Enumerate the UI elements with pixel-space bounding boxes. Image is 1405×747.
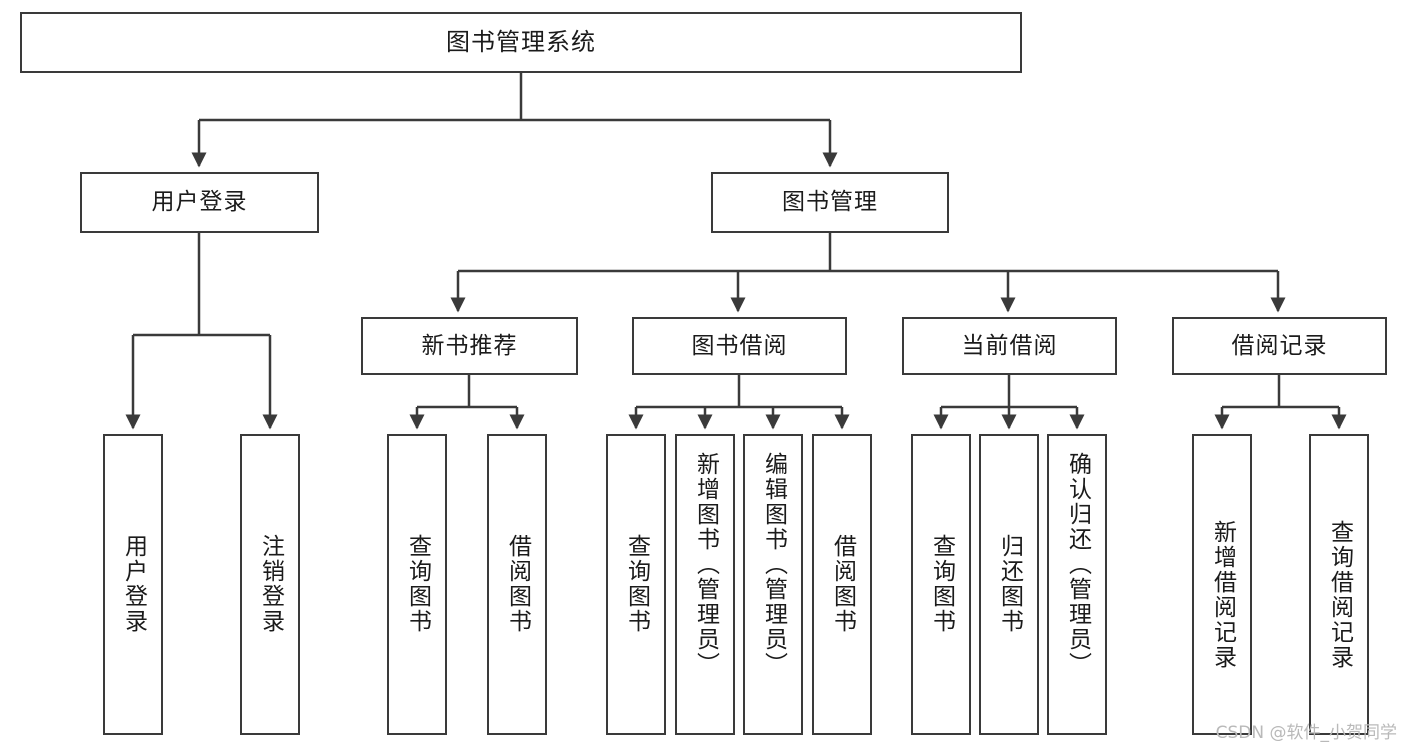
csdn-watermark: CSDN @软件_小贺同学 [1215, 723, 1397, 743]
leaf-borrow-record-add-label: 新增借阅记录 [1209, 520, 1236, 670]
leaf-new-book-query-label: 查询图书 [404, 534, 431, 634]
leaf-book-borrow-borrow-label: 借阅图书 [829, 534, 856, 634]
leaf-book-borrow-edit[interactable]: 编辑图书（管理员） [743, 434, 803, 735]
node-user-login-label: 用户登录 [151, 189, 248, 216]
node-new-book-recommend-label: 新书推荐 [421, 332, 518, 359]
leaf-book-borrow-query-label: 查询图书 [623, 534, 650, 634]
leaf-borrow-record-add[interactable]: 新增借阅记录 [1192, 434, 1252, 735]
node-current-borrow[interactable]: 当前借阅 [902, 317, 1117, 375]
leaf-new-book-query[interactable]: 查询图书 [387, 434, 447, 735]
leaf-new-book-borrow[interactable]: 借阅图书 [487, 434, 547, 735]
node-new-book-recommend[interactable]: 新书推荐 [361, 317, 578, 375]
leaf-current-borrow-confirm[interactable]: 确认归还（管理员） [1047, 434, 1107, 735]
leaf-current-borrow-return[interactable]: 归还图书 [979, 434, 1039, 735]
node-book-borrow-label: 图书借阅 [691, 332, 788, 359]
leaf-current-borrow-query[interactable]: 查询图书 [911, 434, 971, 735]
leaf-book-borrow-borrow[interactable]: 借阅图书 [812, 434, 872, 735]
leaf-borrow-record-query-label: 查询借阅记录 [1326, 520, 1353, 670]
node-root-system-label: 图书管理系统 [446, 27, 596, 56]
leaf-book-borrow-add[interactable]: 新增图书（管理员） [675, 434, 735, 735]
leaf-borrow-record-query[interactable]: 查询借阅记录 [1309, 434, 1369, 735]
leaf-book-borrow-query[interactable]: 查询图书 [606, 434, 666, 735]
node-borrow-record[interactable]: 借阅记录 [1172, 317, 1387, 375]
leaf-book-borrow-edit-label: 编辑图书（管理员） [760, 452, 787, 677]
leaf-user-login-login[interactable]: 用户登录 [103, 434, 163, 735]
leaf-book-borrow-add-label: 新增图书（管理员） [692, 452, 719, 677]
leaf-current-borrow-return-label: 归还图书 [996, 534, 1023, 634]
node-user-login[interactable]: 用户登录 [80, 172, 319, 233]
leaf-new-book-borrow-label: 借阅图书 [504, 534, 531, 634]
leaf-user-login-logout-label: 注销登录 [257, 534, 284, 634]
leaf-current-borrow-confirm-label: 确认归还（管理员） [1064, 452, 1091, 677]
node-borrow-record-label: 借阅记录 [1231, 332, 1328, 359]
node-book-manage-label: 图书管理 [782, 189, 878, 216]
leaf-current-borrow-query-label: 查询图书 [928, 534, 955, 634]
node-book-borrow[interactable]: 图书借阅 [632, 317, 847, 375]
leaf-user-login-logout[interactable]: 注销登录 [240, 434, 300, 735]
leaf-user-login-login-label: 用户登录 [120, 534, 147, 634]
node-book-manage[interactable]: 图书管理 [711, 172, 949, 233]
node-current-borrow-label: 当前借阅 [961, 332, 1058, 359]
node-root-system[interactable]: 图书管理系统 [20, 12, 1022, 73]
